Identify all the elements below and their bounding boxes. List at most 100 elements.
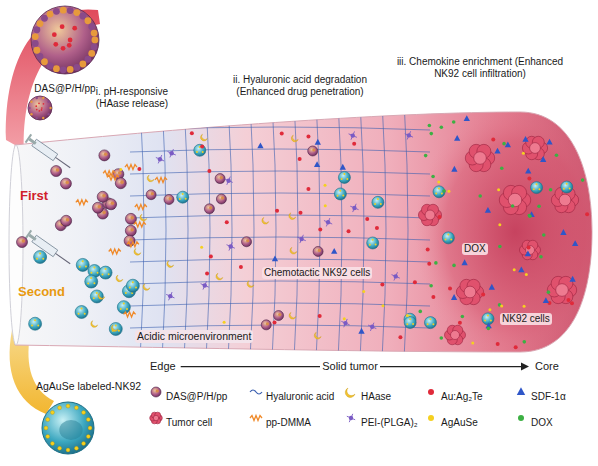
label: iii. Chemokine enrichment (Enhanced NK92… bbox=[395, 56, 565, 80]
agause-dot bbox=[369, 244, 371, 246]
haase bbox=[345, 388, 355, 397]
particle-core bbox=[111, 201, 115, 205]
label-box: Solid tumor bbox=[320, 356, 380, 374]
agause bbox=[497, 188, 500, 191]
label: DAS@P/H/pp bbox=[34, 83, 95, 95]
particle-body bbox=[17, 237, 28, 248]
agause bbox=[498, 223, 501, 226]
particle-core bbox=[318, 249, 321, 252]
agause-dot bbox=[90, 277, 92, 279]
particle-body bbox=[308, 146, 318, 156]
agause-dot bbox=[37, 324, 39, 326]
label-box: AgAuSe labeled-NK92 bbox=[36, 376, 141, 394]
dox bbox=[452, 264, 456, 268]
das-nanoparticle bbox=[99, 150, 110, 161]
particle-core bbox=[102, 211, 106, 215]
label: i. pH-responsive (HAase release) bbox=[86, 86, 178, 110]
payload-dot bbox=[67, 43, 72, 48]
shell-unit bbox=[47, 113, 49, 115]
agause-dot bbox=[135, 286, 137, 288]
agause-dot bbox=[102, 273, 104, 275]
agause-dot bbox=[179, 198, 181, 200]
agause bbox=[381, 304, 384, 307]
agause-dot bbox=[129, 287, 131, 289]
pei-core bbox=[407, 133, 411, 137]
tumor-interior bbox=[130, 100, 598, 362]
payload-dot bbox=[52, 32, 57, 37]
label: Acidic microenvironment bbox=[135, 330, 253, 343]
label-box: ii. Hyaluronic acid degradation (Enhance… bbox=[218, 74, 383, 99]
ha-strand bbox=[130, 325, 430, 328]
au-ag2te bbox=[298, 157, 302, 161]
label: DOX bbox=[462, 243, 488, 255]
payload-dot bbox=[72, 26, 77, 31]
cell-body bbox=[367, 237, 379, 249]
au-ag2te bbox=[514, 345, 518, 349]
das-nanoparticle-large bbox=[28, 96, 52, 120]
particle-core bbox=[131, 216, 135, 220]
ha-strand bbox=[130, 281, 430, 284]
shell-unit bbox=[32, 40, 39, 47]
tumor-core bbox=[415, 102, 598, 362]
agause-dot bbox=[66, 448, 70, 452]
agause bbox=[500, 305, 503, 308]
syringe bbox=[25, 134, 73, 172]
legend-text: HAase bbox=[361, 391, 391, 403]
ha-strand bbox=[130, 259, 430, 262]
ha-strand bbox=[162, 100, 166, 360]
particles bbox=[17, 6, 590, 454]
das-nanoparticle bbox=[146, 190, 156, 200]
agause-dot bbox=[93, 297, 95, 299]
pei-plga bbox=[350, 204, 358, 212]
nk92-cell bbox=[561, 181, 573, 193]
das-nanoparticle bbox=[164, 195, 174, 205]
das-nanoparticle bbox=[97, 191, 108, 202]
ha-strand bbox=[130, 237, 430, 240]
payload-dot bbox=[68, 38, 73, 43]
particle-body bbox=[51, 166, 62, 177]
agause-dot bbox=[84, 313, 86, 315]
sdf-1a bbox=[315, 139, 321, 145]
agause-dot bbox=[406, 323, 408, 325]
label-box: HAase bbox=[361, 386, 391, 404]
agause-dot bbox=[377, 198, 379, 200]
au-ag2te bbox=[570, 301, 574, 305]
pei-core bbox=[158, 157, 162, 161]
nk92-cell bbox=[85, 275, 98, 288]
hyaluronic-acid bbox=[250, 390, 262, 394]
payload-dot bbox=[35, 105, 37, 107]
cell-body bbox=[34, 251, 47, 264]
agause-dot bbox=[337, 195, 339, 197]
haase bbox=[216, 273, 223, 280]
haase bbox=[98, 293, 105, 300]
label-box: First bbox=[20, 186, 48, 204]
dox bbox=[549, 188, 553, 192]
agause-dot bbox=[123, 303, 125, 305]
shell-unit bbox=[28, 107, 30, 109]
agause bbox=[200, 246, 203, 249]
au-ag2te bbox=[496, 342, 500, 346]
particle-core bbox=[209, 206, 212, 209]
haase bbox=[289, 312, 296, 319]
label-box: NK92 cells bbox=[500, 308, 552, 326]
cell-body bbox=[404, 316, 416, 328]
das-nanoparticle bbox=[61, 215, 72, 226]
label-box: DAS@P/H/pp bbox=[166, 386, 227, 404]
agause bbox=[437, 181, 440, 184]
pp-dmma bbox=[250, 416, 262, 421]
tumor-center bbox=[508, 193, 522, 207]
label-box: Chemotactic NK92 cells bbox=[262, 262, 372, 280]
nk92-cell bbox=[126, 279, 139, 292]
sdf-1a bbox=[257, 142, 263, 148]
sdf-1a bbox=[340, 164, 346, 170]
dox bbox=[434, 261, 438, 265]
sdf-1a bbox=[560, 229, 566, 235]
pei-core bbox=[394, 274, 398, 278]
particle-body bbox=[313, 246, 323, 256]
payload-dot bbox=[60, 24, 65, 29]
cell-body bbox=[109, 322, 122, 335]
label: Edge bbox=[150, 360, 176, 373]
agause-dot bbox=[484, 320, 486, 322]
tumor-cell bbox=[418, 204, 441, 225]
